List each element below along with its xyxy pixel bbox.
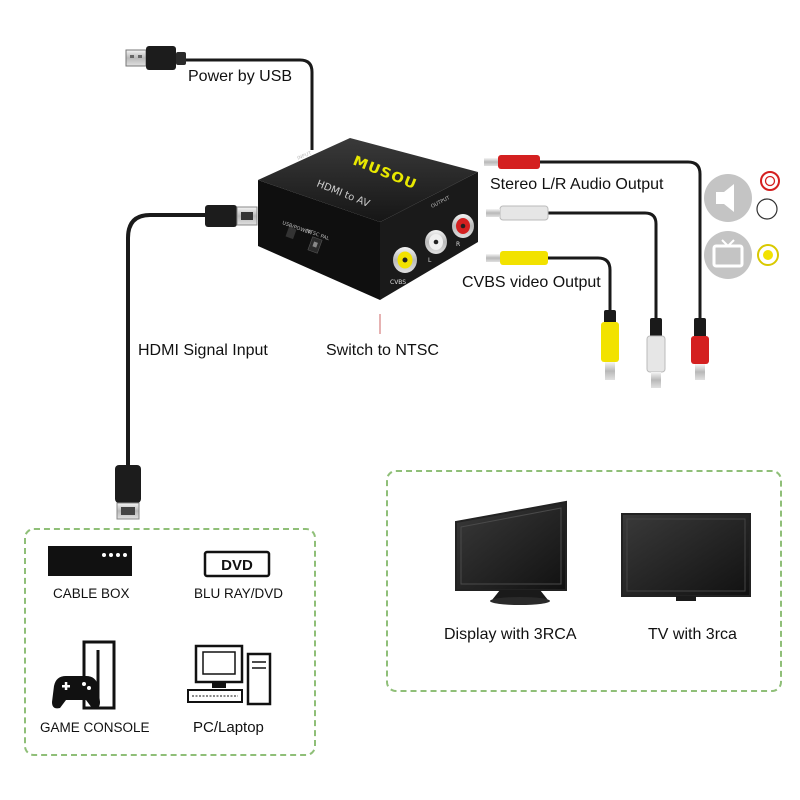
rca-cable-yellow — [486, 251, 619, 380]
svg-text:INPUT: INPUT — [296, 150, 313, 162]
port-r-label: R — [456, 241, 460, 248]
source-devices-panel — [24, 528, 316, 756]
cable-box-icon — [48, 546, 132, 576]
dvd-badge: DVD — [221, 557, 253, 574]
target-devices-panel — [386, 470, 782, 692]
audio-output-label: Stereo L/R Audio Output — [490, 176, 664, 193]
video-output-label: CVBS video Output — [462, 274, 601, 291]
game-console-label: GAME CONSOLE — [40, 720, 150, 735]
bluray-dvd-label: BLU RAY/DVD — [194, 586, 284, 601]
monitor-icon — [455, 500, 567, 605]
hdmi-plug-icon — [115, 205, 258, 520]
game-console-icon — [52, 640, 116, 710]
rca-cable-white — [486, 205, 666, 388]
port-l-label: L — [428, 257, 432, 264]
converter-box: MUSOU HDMI to AV INPUT OUTPUT USB/POWER … — [258, 138, 478, 300]
rca-socket-r — [452, 214, 474, 238]
cable-box-label: CABLE BOX — [53, 586, 130, 601]
power-label: Power by USB — [188, 68, 293, 85]
tv-icon — [704, 231, 779, 279]
hdmi-input-label: HDMI Signal Input — [138, 342, 268, 359]
usb-plug-icon — [125, 46, 186, 70]
usb-cable — [185, 58, 314, 150]
rca-socket-cvbs — [393, 247, 417, 273]
dvd-icon: DVD — [203, 550, 271, 578]
hdmi-cable — [126, 213, 210, 470]
tv-3rca-label: TV with 3rca — [648, 626, 737, 643]
rca-socket-l — [425, 230, 447, 254]
port-cvbs-label: CVBS — [390, 279, 406, 286]
speaker-icon — [704, 171, 780, 222]
switch-label: Switch to NTSC — [326, 342, 439, 359]
rca-cable-red — [484, 155, 709, 380]
tv-screen-icon — [621, 513, 751, 601]
pc-icon — [187, 644, 272, 706]
display-3rca-label: Display with 3RCA — [444, 626, 577, 643]
pc-laptop-label: PC/Laptop — [193, 719, 264, 736]
